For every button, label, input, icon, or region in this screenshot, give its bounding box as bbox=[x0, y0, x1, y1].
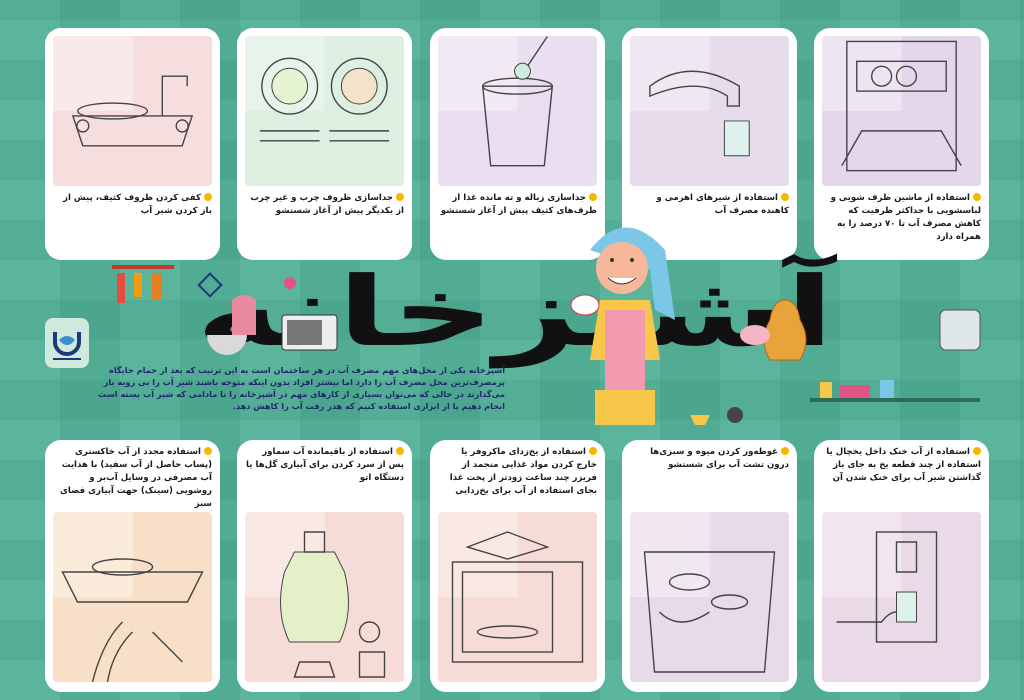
bullet-icon bbox=[973, 447, 981, 455]
tip-text: جداسازی زباله و ته مانده غذا از ظرف‌های … bbox=[438, 192, 597, 218]
woman-washing-dishes-illustration bbox=[560, 210, 690, 425]
bullet-icon bbox=[589, 193, 597, 201]
tip-label: جداسازی ظروف چرب و غیر چرب از یکدیگر پیش… bbox=[250, 193, 404, 216]
bullet-icon bbox=[396, 193, 404, 201]
fridge-water-icon bbox=[822, 512, 981, 682]
bullet-icon bbox=[781, 447, 789, 455]
bot-tip-card: استفاده مجدد از آب خاکستری (پساب حاصل از… bbox=[45, 440, 220, 692]
bullet-icon bbox=[204, 193, 212, 201]
basin-icon bbox=[630, 512, 789, 682]
samovar-shelf-illustration bbox=[690, 290, 990, 434]
tip-text: استفاده از یخ‌زدای ماکروفر یا خارج کردن … bbox=[438, 446, 597, 498]
sink-dishes-icon bbox=[53, 36, 212, 186]
samovar-icon bbox=[245, 512, 404, 682]
bot-tip-card: استفاده از آب خنک داخل یخچال یا استفاده … bbox=[814, 440, 989, 692]
tip-text: استفاده از آب خنک داخل یخچال یا استفاده … bbox=[822, 446, 981, 485]
water-company-logo bbox=[45, 318, 89, 368]
microwave-icon bbox=[438, 512, 597, 682]
tip-label: غوطه‌ور کردن میوه و سبزی‌ها درون تشت آب … bbox=[650, 447, 789, 470]
bot-tip-card: استفاده از یخ‌زدای ماکروفر یا خارج کردن … bbox=[430, 440, 605, 692]
bullet-icon bbox=[589, 447, 597, 455]
tip-text: استفاده از ماشین ظرف شویی و لباسشویی با … bbox=[822, 192, 981, 244]
tip-text: غوطه‌ور کردن میوه و سبزی‌ها درون تشت آب … bbox=[630, 446, 789, 472]
greywater-icon bbox=[53, 512, 212, 682]
top-tip-card: کفی کردن ظروف کثیف، پیش از باز کردن شیر … bbox=[45, 28, 220, 260]
bullet-icon bbox=[204, 447, 212, 455]
tip-text: استفاده از باقیمانده آب سماور پس از سرد … bbox=[245, 446, 404, 485]
tip-label: استفاده از باقیمانده آب سماور پس از سرد … bbox=[246, 447, 404, 483]
tip-text: استفاده از شیرهای اهرمی و کاهنده مصرف آب bbox=[630, 192, 789, 218]
bullet-icon bbox=[396, 447, 404, 455]
tip-label: استفاده از آب خنک داخل یخچال یا استفاده … bbox=[826, 447, 981, 483]
tip-label: کفی کردن ظروف کثیف، پیش از باز کردن شیر … bbox=[63, 193, 212, 216]
top-tip-card: استفاده از ماشین ظرف شویی و لباسشویی با … bbox=[814, 28, 989, 260]
bullet-icon bbox=[781, 193, 789, 201]
lever-faucet-icon bbox=[630, 36, 789, 186]
top-tip-card: استفاده از شیرهای اهرمی و کاهنده مصرف آب bbox=[622, 28, 797, 260]
trash-bin-icon bbox=[438, 36, 597, 186]
bot-tip-card: استفاده از باقیمانده آب سماور پس از سرد … bbox=[237, 440, 412, 692]
tip-text: کفی کردن ظروف کثیف، پیش از باز کردن شیر … bbox=[53, 192, 212, 218]
intro-paragraph: آشپزخانه یکی از محل‌های مهم مصرف آب در ه… bbox=[98, 365, 505, 411]
top-tip-card: جداسازی ظروف چرب و غیر چرب از یکدیگر پیش… bbox=[237, 28, 412, 260]
plates-icon bbox=[245, 36, 404, 186]
tip-text: جداسازی ظروف چرب و غیر چرب از یکدیگر پیش… bbox=[245, 192, 404, 218]
tip-label: جداسازی زباله و ته مانده غذا از ظرف‌های … bbox=[440, 193, 597, 216]
tip-label: استفاده از شیرهای اهرمی و کاهنده مصرف آب bbox=[656, 193, 789, 216]
tip-label: استفاده از یخ‌زدای ماکروفر یا خارج کردن … bbox=[449, 447, 597, 496]
bullet-icon bbox=[973, 193, 981, 201]
tip-label: استفاده مجدد از آب خاکستری (پساب حاصل از… bbox=[59, 447, 212, 509]
tip-label: استفاده از ماشین ظرف شویی و لباسشویی با … bbox=[830, 193, 981, 242]
tip-text: استفاده مجدد از آب خاکستری (پساب حاصل از… bbox=[53, 446, 212, 511]
dishwasher-icon bbox=[822, 36, 981, 186]
bot-tip-card: غوطه‌ور کردن میوه و سبزی‌ها درون تشت آب … bbox=[622, 440, 797, 692]
top-tip-card: جداسازی زباله و ته مانده غذا از ظرف‌های … bbox=[430, 28, 605, 260]
kitchen-utensils-illustration bbox=[112, 265, 352, 359]
